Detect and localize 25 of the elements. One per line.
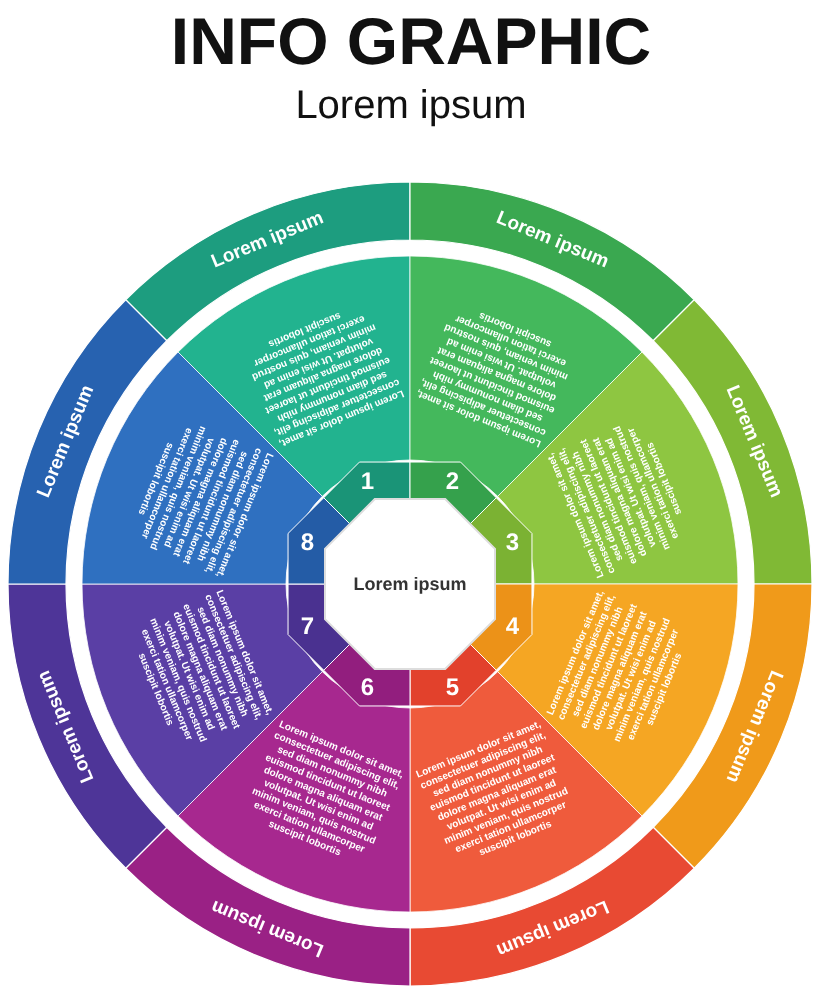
center-octagon <box>324 498 496 670</box>
subtitle: Lorem ipsum <box>295 84 527 130</box>
number-tab <box>323 643 411 707</box>
step-number: 7 <box>300 612 315 641</box>
step-number: 6 <box>360 672 375 701</box>
number-tab <box>409 461 497 525</box>
step-number: 8 <box>300 527 315 556</box>
segment-label: Lorem ipsum <box>493 895 613 962</box>
number-tab <box>287 497 351 585</box>
segment-label: Lorem ipsum <box>721 381 788 501</box>
center-label: Lorem ipsum <box>353 574 467 594</box>
step-number: 2 <box>445 467 460 496</box>
segment-label: Lorem ipsum <box>32 667 99 787</box>
number-tab <box>287 583 351 671</box>
number-tab <box>323 461 411 525</box>
number-tab <box>469 583 533 671</box>
number-tab <box>469 497 533 585</box>
step-number: 4 <box>505 612 520 641</box>
ring-segment <box>7 299 168 585</box>
title: INFO GRAPHIC <box>170 4 652 80</box>
step-number: 1 <box>360 467 375 496</box>
step-number: 3 <box>505 527 520 556</box>
number-tab <box>409 643 497 707</box>
segment-label: Lorem ipsum <box>207 206 327 273</box>
step-number: 5 <box>445 672 460 701</box>
